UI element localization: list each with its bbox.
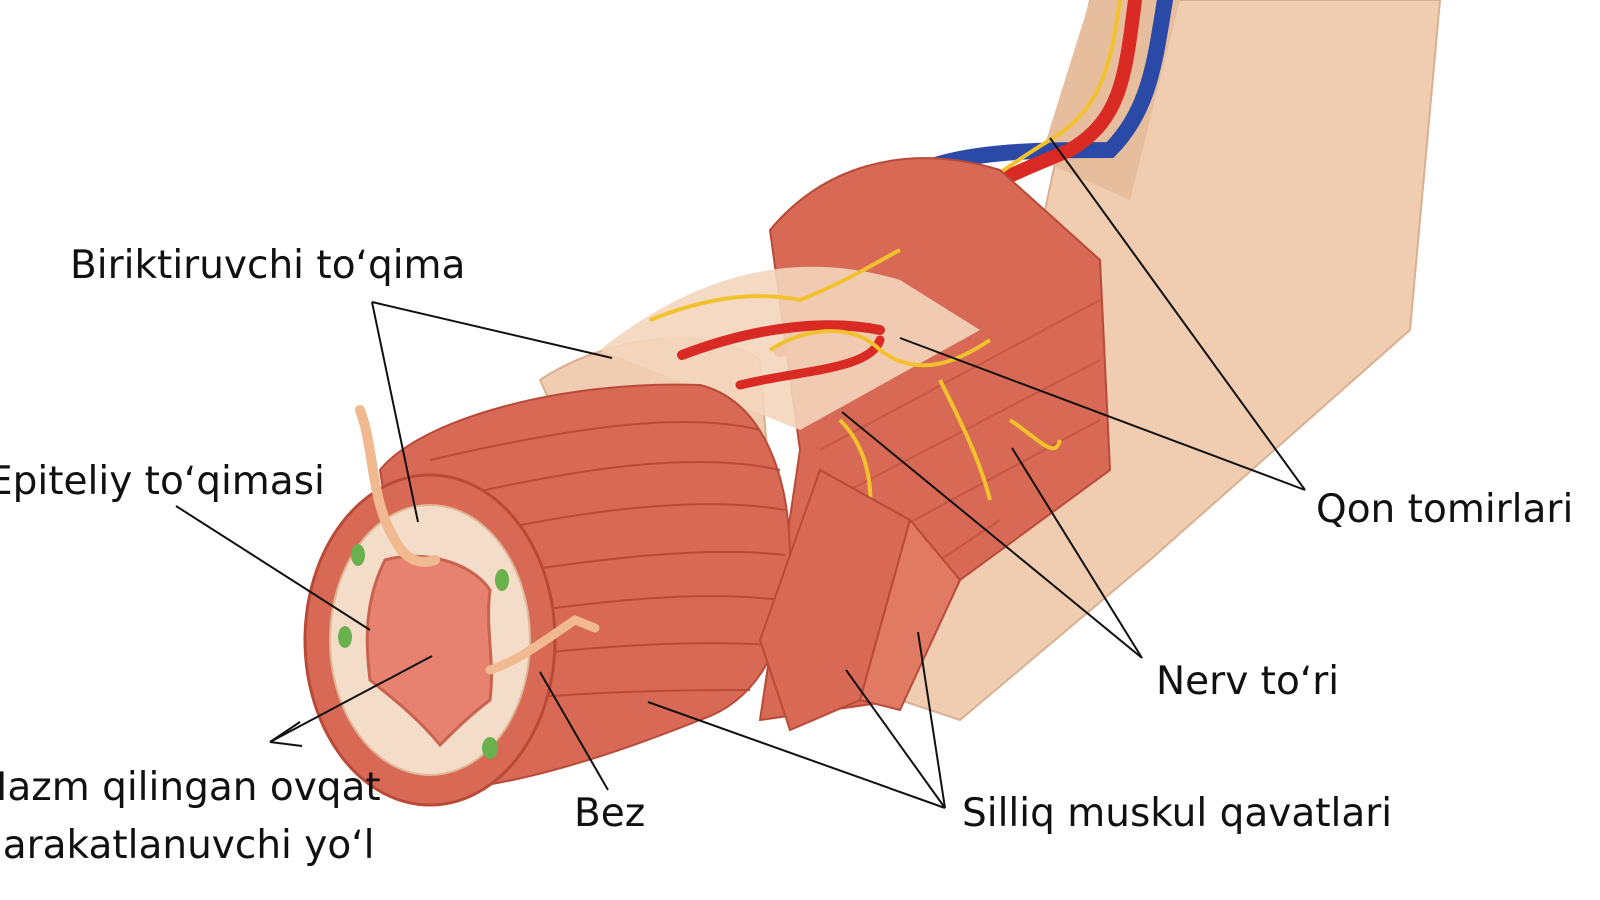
gland-dot [495, 569, 509, 591]
gland-dot [351, 544, 365, 566]
gland-dot [482, 737, 498, 759]
label-gland: Bez [574, 791, 646, 836]
lumen-mucosa [365, 554, 493, 748]
gland-dot [338, 626, 352, 648]
label-blood-vessels: Qon tomirlari [1316, 487, 1574, 532]
muscle-tube-fibers [429, 420, 786, 701]
pointer-lines [175, 137, 1306, 809]
label-food-path-line2: harakatlanuvchi yo‘l [0, 823, 375, 868]
vein-upper [902, 0, 1173, 183]
label-food-path-line1: Hazm qilingan ovqat [0, 765, 381, 810]
label-smooth-muscle: Silliq muskul qavatlari [962, 791, 1393, 836]
label-nerve: Nerv to‘ri [1156, 659, 1340, 704]
artery-branch-2 [735, 335, 885, 390]
gland-duct [355, 405, 440, 567]
label-connective-tissue: Biriktiruvchi to‘qima [70, 243, 466, 288]
gland-branch [485, 614, 600, 675]
label-epithelial-tissue: Epiteliy to‘qimasi [0, 459, 325, 504]
artery-branch-1 [677, 320, 885, 360]
smooth-muscle-front-2 [858, 517, 962, 712]
submucosa-top [600, 266, 980, 430]
